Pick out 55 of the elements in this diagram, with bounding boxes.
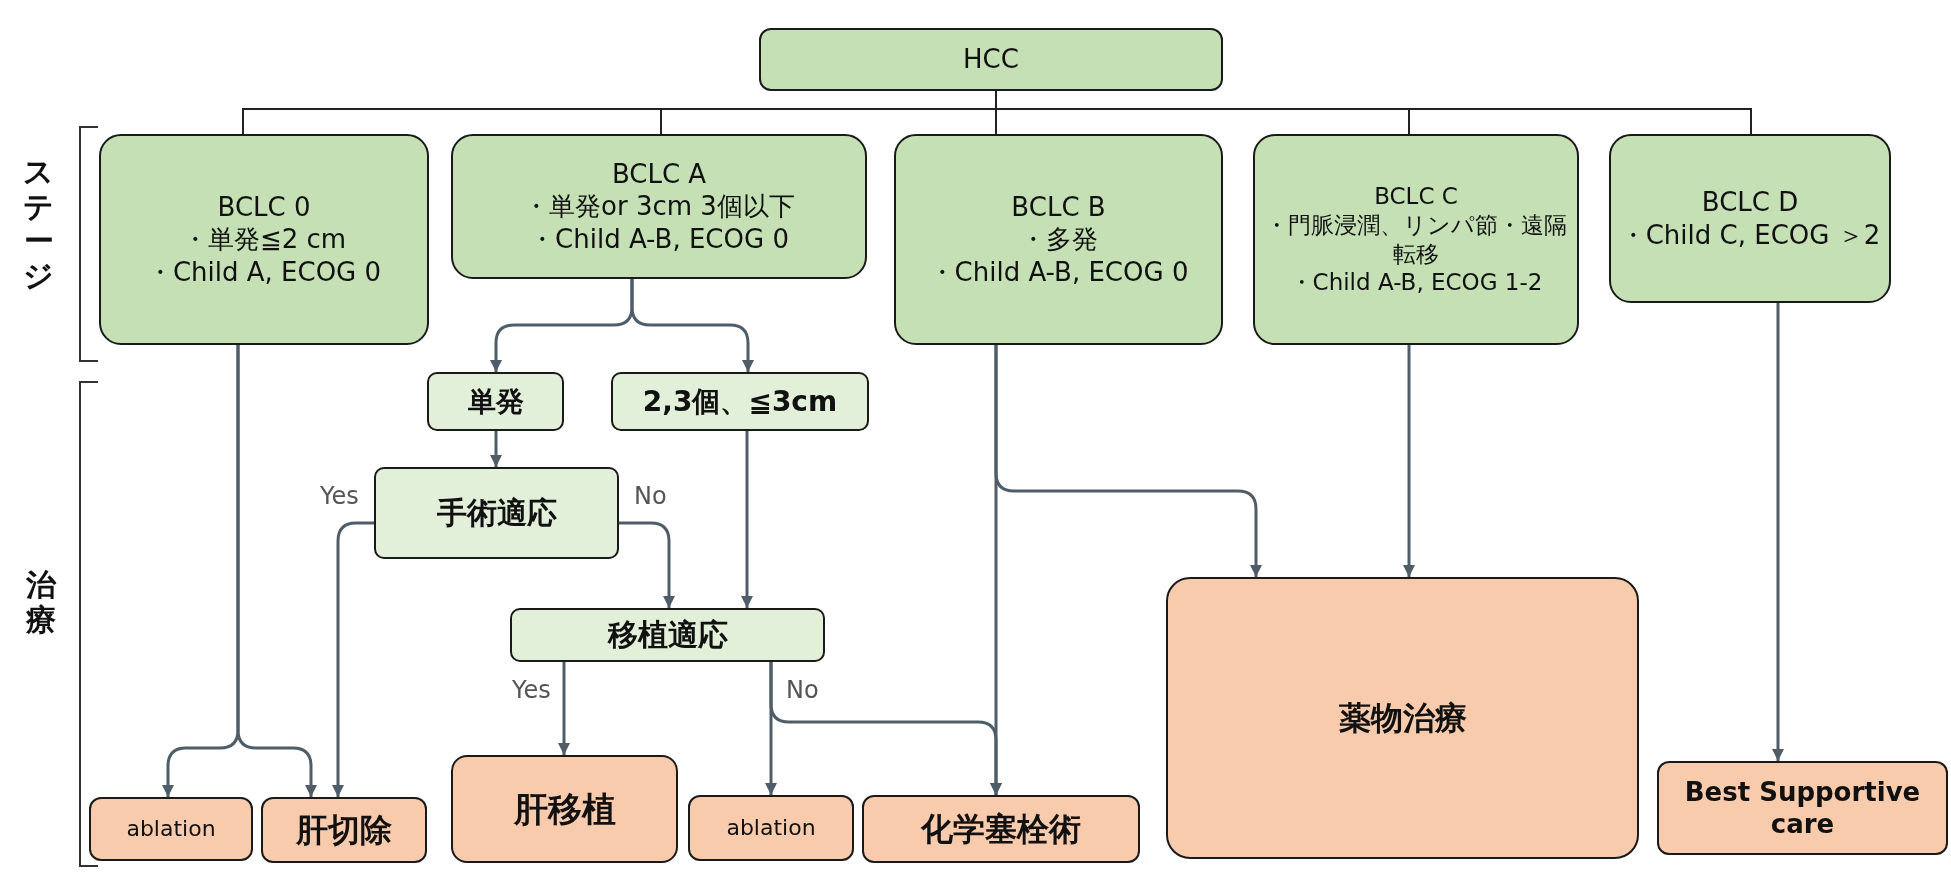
- box-text: ・多発: [1019, 223, 1098, 256]
- box-text: ・単発or 3cm 3個以下: [523, 190, 795, 223]
- section-label: 治療: [24, 568, 57, 637]
- section-label: ステージ: [22, 155, 55, 293]
- process-box: [261, 797, 427, 863]
- box-text: BCLC C: [1374, 182, 1458, 211]
- process-box: [894, 134, 1223, 345]
- box-text: BCLC D: [1701, 186, 1799, 219]
- process-box: [374, 467, 619, 559]
- process-box: [1166, 577, 1639, 859]
- box-text: HCC: [963, 43, 1019, 76]
- box-text: 肝移植: [513, 787, 616, 831]
- box-text: 薬物治療: [1338, 698, 1467, 738]
- box-text: ・単発≦2 cm: [181, 223, 347, 256]
- process-box: [862, 795, 1140, 863]
- process-box: [99, 134, 429, 345]
- box-text: ・Child A-B, ECOG 1-2: [1289, 268, 1543, 297]
- box-text: BCLC B: [1011, 190, 1106, 224]
- box-text: 化学塞栓術: [921, 809, 1081, 849]
- arrow: [630, 279, 754, 372]
- arrow: [236, 345, 317, 797]
- box-text: ・Child A-B, ECOG 0: [529, 222, 789, 256]
- process-box: [611, 372, 869, 431]
- box-text: 単発: [467, 384, 524, 419]
- arrow: [741, 431, 753, 608]
- process-box: [451, 134, 867, 279]
- process-box: [1609, 134, 1891, 303]
- process-box: [1253, 134, 1579, 345]
- arrow: [1772, 303, 1784, 761]
- process-box: [89, 797, 253, 861]
- arrow: [558, 662, 570, 755]
- box-text: Best Supportive care: [1683, 775, 1922, 841]
- box-text: ablation: [726, 814, 816, 842]
- process-box: [427, 372, 564, 431]
- box-text: 手術適応: [436, 494, 557, 532]
- arrow: [490, 431, 502, 467]
- box-text: BCLC 0: [217, 190, 311, 224]
- box-text: 移植適応: [607, 616, 728, 654]
- box-text: 肝切除: [296, 810, 392, 850]
- process-box: [688, 795, 854, 861]
- process-box: [759, 28, 1223, 91]
- process-box: [510, 608, 825, 662]
- arrow: [994, 345, 1262, 577]
- box-text: ablation: [126, 815, 216, 843]
- box-text: 2,3個、≦3cm: [642, 384, 838, 419]
- process-box: [1657, 761, 1948, 855]
- arrow: [619, 521, 675, 608]
- box-text: BCLC A: [611, 157, 707, 191]
- arrow: [332, 521, 374, 797]
- box-text: ・門脈浸潤、リンパ節・遠隔転移: [1264, 210, 1568, 269]
- arrow: [1403, 345, 1415, 577]
- box-text: ・Child A-B, ECOG 0: [928, 255, 1189, 289]
- box-text: ・Child C, ECOG ＞2: [1619, 218, 1881, 251]
- process-box: [451, 755, 678, 863]
- box-text: ・Child A, ECOG 0: [146, 255, 382, 289]
